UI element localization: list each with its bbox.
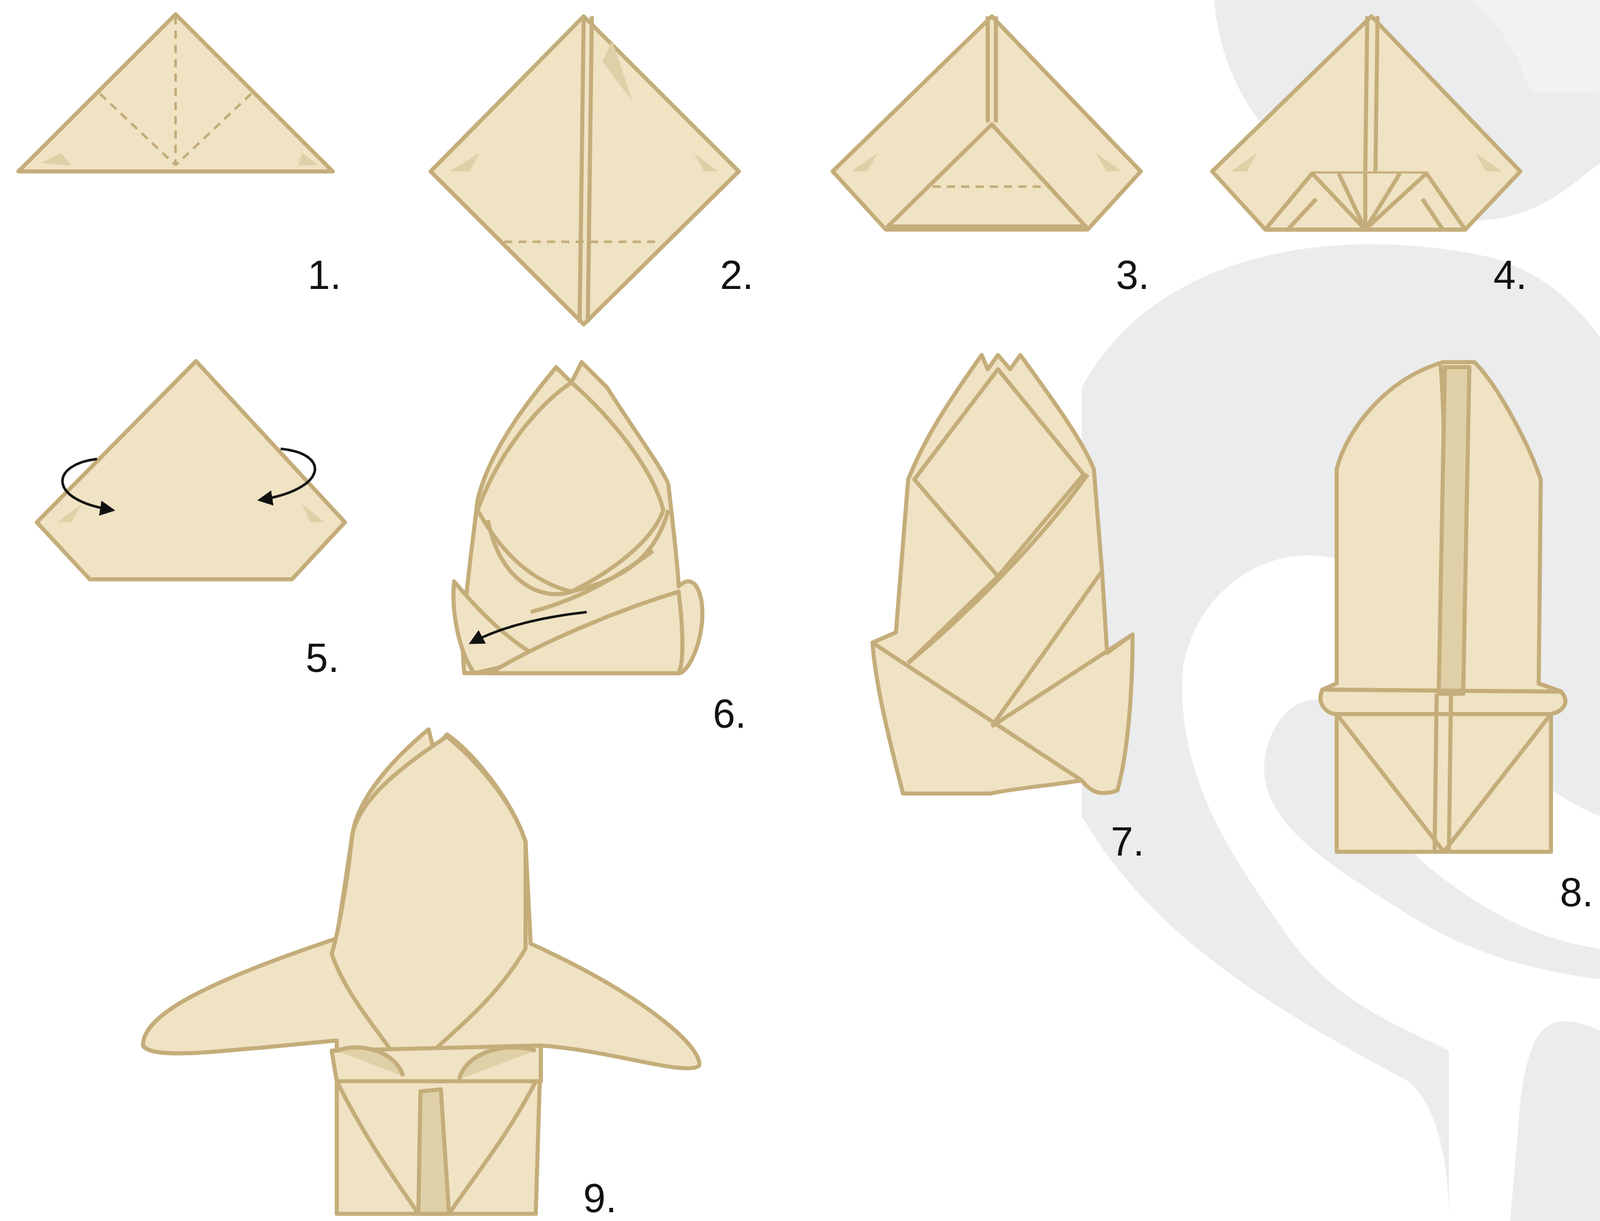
step-number: 3. xyxy=(1115,255,1150,296)
step-number: 9. xyxy=(583,1178,617,1219)
step-number: 2. xyxy=(719,255,753,296)
step-number: 5. xyxy=(305,638,340,679)
watermark xyxy=(1081,0,1600,1221)
step-number: 6. xyxy=(712,694,747,735)
step-number: 1. xyxy=(307,255,342,296)
step-number: 7. xyxy=(1110,821,1145,863)
step-number: 4. xyxy=(1493,255,1527,296)
step-number: 8. xyxy=(1559,872,1594,913)
napkin-steps xyxy=(18,14,1565,1215)
